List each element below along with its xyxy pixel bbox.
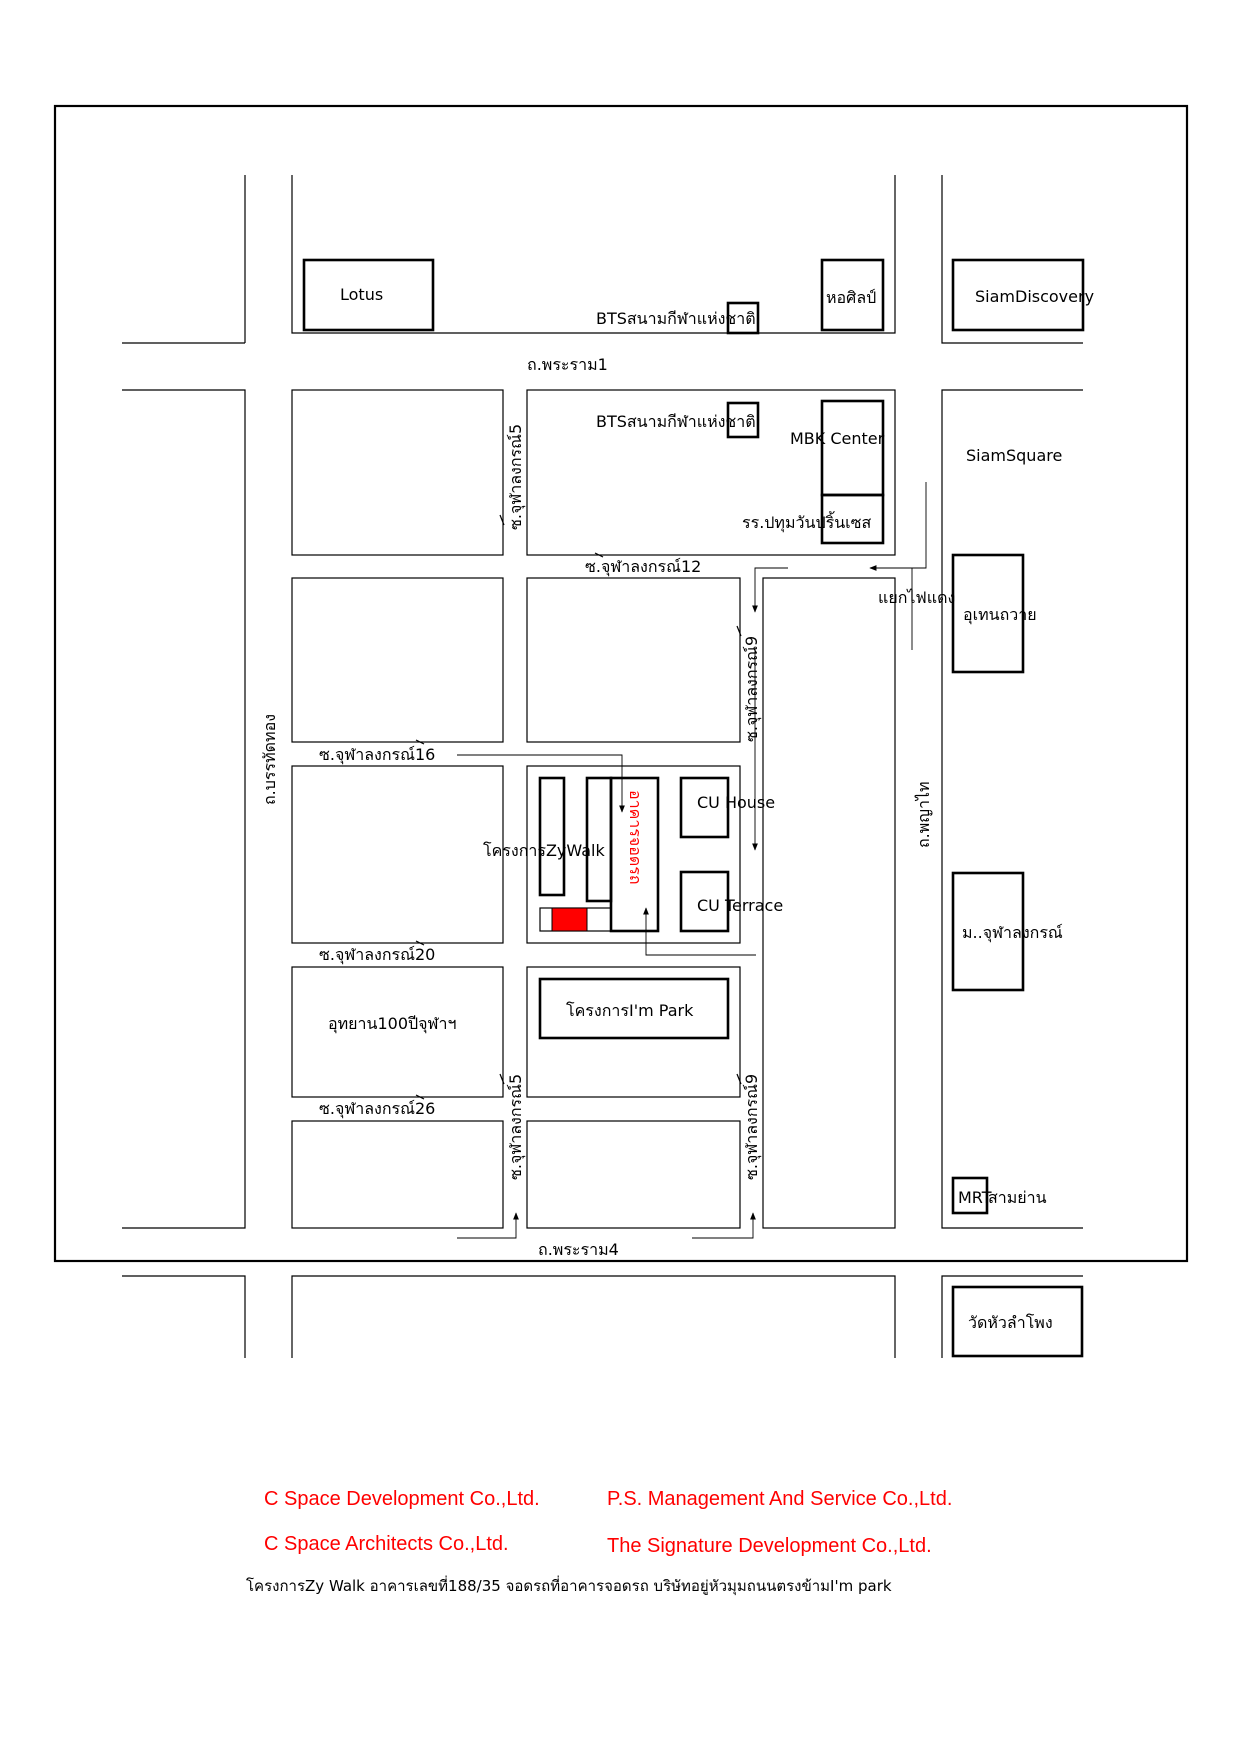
siam-square-label: SiamSquare bbox=[966, 446, 1062, 465]
road-rama4-label: ถ.พระราม4 bbox=[538, 1240, 619, 1259]
road-banthat-thong-label: ถ.บรรทัดทอง bbox=[260, 714, 279, 805]
soi20-label: ซ.จุฬาลงกรณ์20 bbox=[319, 945, 435, 965]
bts-box-top bbox=[726, 301, 760, 335]
siam-discovery-label: SiamDiscovery bbox=[975, 287, 1094, 306]
lotus-box bbox=[302, 258, 435, 332]
landmark-boxes bbox=[302, 258, 1085, 1358]
landmark-labels: Lotus BTSสนามกีฬาแห่งชาติ หอศิลป์ SiamDi… bbox=[328, 285, 1094, 1332]
soi26-label: ซ.จุฬาลงกรณ์26 bbox=[319, 1099, 435, 1119]
road-phaya-thai-label: ถ.พญาไท bbox=[914, 781, 933, 848]
mbk-box bbox=[820, 399, 885, 497]
zywalk-office-marker bbox=[551, 907, 588, 932]
cu-terrace-label: CU Terrace bbox=[697, 896, 783, 915]
soi9-top-label: ซ.จุฬาลงกรณ์9 bbox=[742, 636, 762, 742]
zywalk-label: โครงการZyWalk bbox=[483, 841, 605, 860]
bts-box-mid bbox=[726, 401, 760, 439]
company-c-space-arch: C Space Architects Co.,Ltd. bbox=[264, 1533, 509, 1555]
parking-building-label: อาคารจอดรถ bbox=[626, 790, 645, 885]
mrt-station-label: สามย่าน bbox=[988, 1188, 1047, 1207]
road-labels: ถ.พระราม1 ถ.พระราม4 ถ.บรรทัดทอง ถ.พญาไท … bbox=[260, 355, 933, 1259]
footer-note: โครงการZy Walk อาคารเลขที่188/35 จอดรถที… bbox=[246, 1575, 892, 1596]
cu-house-box bbox=[679, 776, 730, 839]
red-light-label: แยกไฟแดง bbox=[878, 588, 955, 607]
cu-terrace-box bbox=[679, 870, 730, 933]
art-center-label: หอศิลป์ bbox=[826, 288, 876, 307]
road-outlines bbox=[122, 175, 1083, 1358]
lotus-label: Lotus bbox=[340, 285, 383, 304]
im-park-label: โครงการI'm Park bbox=[566, 1001, 694, 1020]
wat-box bbox=[951, 1285, 1084, 1358]
utenthawai-label: อุเทนถวาย bbox=[963, 605, 1037, 625]
soi-marker-ticks bbox=[415, 514, 742, 1100]
soi5-bottom-label: ซ.จุฬาลงกรณ์5 bbox=[506, 1074, 526, 1180]
company-signature-dev: The Signature Development Co.,Ltd. bbox=[607, 1535, 932, 1557]
school-box bbox=[820, 493, 885, 545]
mbk-label: MBK Center bbox=[790, 429, 885, 448]
chula-uni-label: ม..จุฬาลงกรณ์ bbox=[962, 923, 1063, 943]
soi16-label: ซ.จุฬาลงกรณ์16 bbox=[319, 745, 435, 765]
soi5-top-label: ซ.จุฬาลงกรณ์5 bbox=[506, 424, 526, 530]
siam-discovery-box bbox=[951, 258, 1085, 332]
mrt-label: MRT bbox=[958, 1188, 992, 1207]
company-list: C Space Development Co.,Ltd. P.S. Manage… bbox=[264, 1488, 952, 1557]
direction-arrows bbox=[457, 482, 927, 1239]
centenary-park-label: อุทยาน100ปีจุฬาฯ bbox=[328, 1014, 456, 1034]
mrt-box bbox=[951, 1176, 989, 1215]
soi12-label: ซ.จุฬาลงกรณ์12 bbox=[585, 557, 701, 577]
wat-label: วัดหัวลำโพง bbox=[968, 1313, 1053, 1332]
bts-top-label: BTSสนามกีฬาแห่งชาติ bbox=[596, 309, 756, 328]
patumwan-school-label: รร.ปทุมวันปริ้นเซส bbox=[742, 511, 871, 533]
road-rama1-label: ถ.พระราม1 bbox=[527, 355, 608, 374]
zywalk-bar-2 bbox=[585, 776, 613, 903]
bts-mid-label: BTSสนามกีฬาแห่งชาติ bbox=[596, 412, 756, 431]
company-c-space-dev: C Space Development Co.,Ltd. bbox=[264, 1488, 540, 1510]
art-center-box bbox=[820, 258, 885, 332]
company-ps-management: P.S. Management And Service Co.,Ltd. bbox=[607, 1488, 952, 1510]
parking-building-box bbox=[609, 776, 660, 933]
soi9-bottom-label: ซ.จุฬาลงกรณ์9 bbox=[742, 1074, 762, 1180]
map-frame bbox=[53, 104, 1189, 1263]
chula-uni-box bbox=[951, 871, 1025, 992]
utenthawai-box bbox=[951, 553, 1025, 674]
im-park-box bbox=[538, 977, 730, 1040]
zywalk-bar-1 bbox=[538, 776, 566, 897]
cu-house-label: CU House bbox=[697, 793, 775, 812]
